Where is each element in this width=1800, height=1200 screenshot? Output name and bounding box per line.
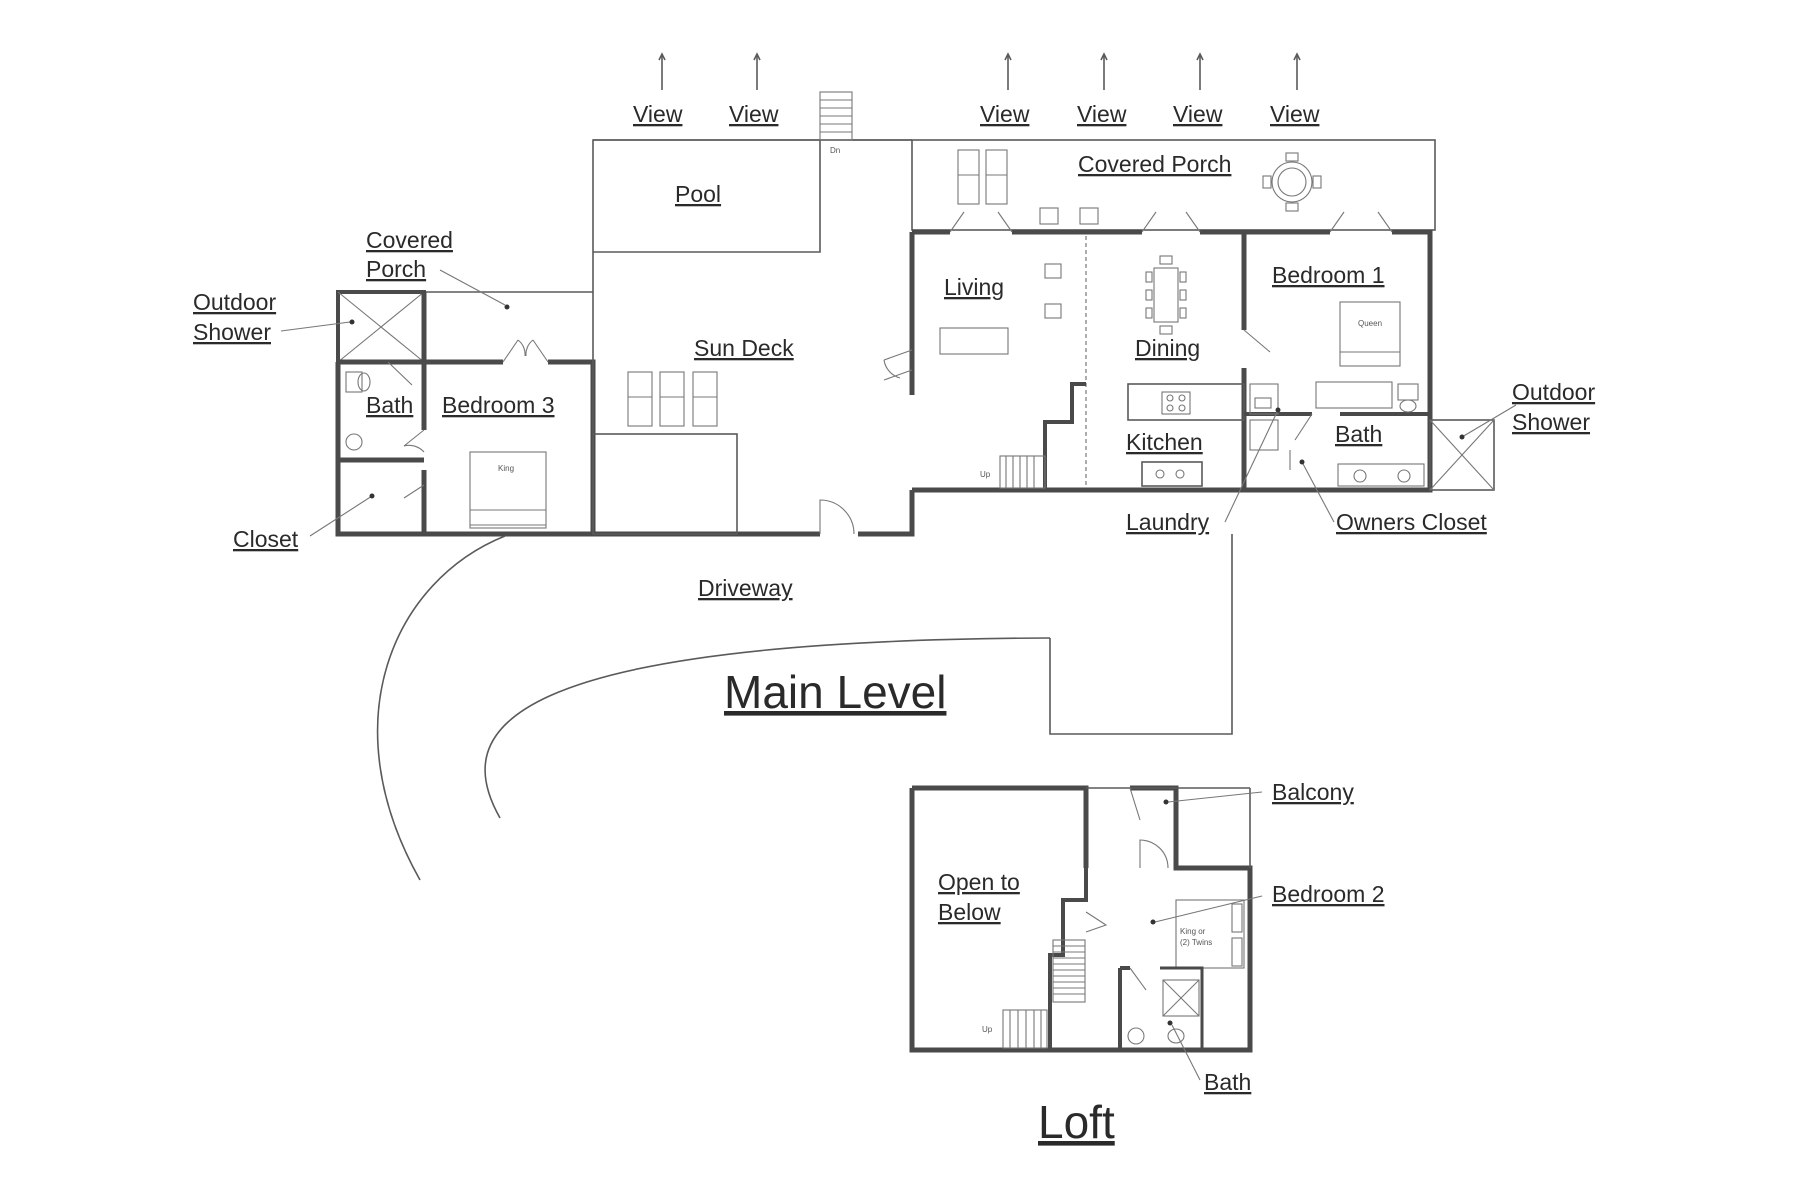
label-kitchen: Kitchen (1126, 429, 1203, 455)
loft-title: Loft (1038, 1096, 1115, 1148)
label-loft-bath: Bath (1204, 1069, 1251, 1095)
loft-stair-up-label: Up (982, 1025, 993, 1034)
label-bath-left: Bath (366, 392, 413, 418)
label-covered-porch-left-1: Covered (366, 227, 453, 253)
label-bedroom-3: Bedroom 3 (442, 392, 555, 418)
view-arrows: View View View View View View (633, 52, 1320, 127)
label-sun-deck: Sun Deck (694, 335, 794, 361)
label-dining: Dining (1135, 335, 1200, 361)
bed-queen-label: Queen (1358, 319, 1382, 328)
pool-area: Dn (592, 91, 912, 253)
label-bath-right: Bath (1335, 421, 1382, 447)
exterior-stair (819, 91, 853, 141)
label-covered-porch-left-2: Porch (366, 256, 426, 282)
stair-dn-label: Dn (830, 146, 840, 155)
label-outdoor-shower-left-2: Shower (193, 319, 271, 345)
loft-plan: Up King or (2) Twins (909, 785, 1253, 1053)
view-label: View (729, 101, 779, 127)
main-level-title: Main Level (724, 666, 946, 718)
leader-lines (280, 269, 1517, 1081)
label-living: Living (944, 274, 1004, 300)
label-bedroom-1: Bedroom 1 (1272, 262, 1385, 288)
driveway (376, 534, 1233, 881)
label-driveway: Driveway (698, 575, 793, 601)
bed-king-label: King (498, 464, 514, 473)
sun-deck-area (592, 232, 915, 537)
view-label: View (980, 101, 1030, 127)
room-labels: Pool Covered Porch Covered Porch Outdoor… (193, 151, 1595, 1148)
label-outdoor-shower-left-1: Outdoor (193, 289, 276, 315)
label-open-to-below-1: Open to (938, 869, 1020, 895)
label-pool: Pool (675, 181, 721, 207)
bed-note-2: (2) Twins (1180, 938, 1212, 947)
bed-note-1: King or (1180, 927, 1206, 936)
label-owners-closet: Owners Closet (1336, 509, 1487, 535)
label-outdoor-shower-right-1: Outdoor (1512, 379, 1595, 405)
view-label: View (1173, 101, 1223, 127)
view-label: View (1077, 101, 1127, 127)
label-covered-porch-top: Covered Porch (1078, 151, 1231, 177)
label-laundry: Laundry (1126, 509, 1210, 535)
covered-porch-top (911, 139, 1436, 231)
label-balcony: Balcony (1272, 779, 1354, 805)
label-bedroom-2: Bedroom 2 (1272, 881, 1385, 907)
label-open-to-below-2: Below (938, 899, 1001, 925)
label-closet: Closet (233, 526, 299, 552)
stair-up-label: Up (980, 470, 991, 479)
view-label: View (633, 101, 683, 127)
main-house: Up Queen (912, 211, 1495, 493)
view-label: View (1270, 101, 1320, 127)
label-outdoor-shower-right-2: Shower (1512, 409, 1590, 435)
